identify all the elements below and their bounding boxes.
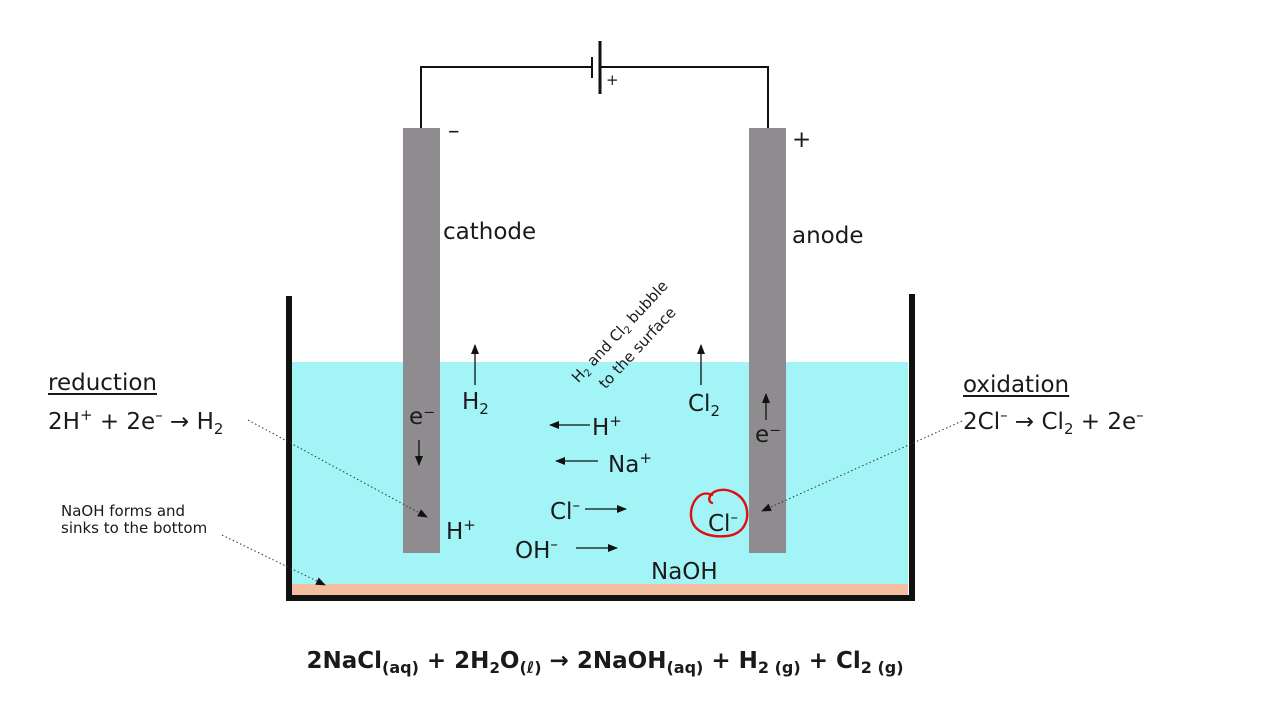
naoh-label: NaOH bbox=[651, 559, 718, 585]
cathode-electron-label: e⁻ bbox=[409, 404, 436, 430]
cl2-gas-label: Cl2 bbox=[688, 391, 720, 420]
naoh-sediment-layer bbox=[291, 584, 908, 595]
naoh-note-line1: NaOH forms and bbox=[61, 502, 186, 520]
anode-label: anode bbox=[792, 223, 864, 249]
cathode-label: cathode bbox=[443, 219, 537, 245]
cathode-electrode bbox=[403, 128, 440, 553]
naoh-leader-line bbox=[221, 534, 326, 586]
h2-gas-label: H2 bbox=[462, 389, 489, 418]
oh-minus-ion: OH– bbox=[515, 535, 558, 564]
highlight-circle bbox=[689, 488, 749, 538]
circuit-wire bbox=[420, 66, 769, 128]
naoh-note: NaOH forms and sinks to the bottom bbox=[61, 503, 207, 537]
cl-minus-at-anode: Cl– bbox=[708, 508, 738, 537]
na-plus-ion: Na+ bbox=[608, 449, 652, 478]
container bbox=[286, 294, 915, 601]
oxidation-equation: 2Cl– → Cl2 + 2e– bbox=[963, 406, 1144, 438]
reduction-equation: 2H+ + 2e– → H2 bbox=[48, 406, 224, 438]
cathode-sign: – bbox=[448, 118, 460, 144]
oxidation-leader-line bbox=[761, 420, 963, 512]
oxidation-title: oxidation bbox=[963, 372, 1070, 398]
cl-minus-ion: Cl– bbox=[550, 496, 580, 525]
reduction-title: reduction bbox=[48, 370, 157, 396]
h-plus-ion: H+ bbox=[592, 412, 622, 441]
overall-equation: 2NaCl(aq) + 2H2O(ℓ) → 2NaOH(aq) + H2 (g)… bbox=[306, 648, 904, 677]
anode-electrode bbox=[749, 128, 786, 553]
brine-solution bbox=[291, 362, 908, 586]
naoh-note-line2: sinks to the bottom bbox=[61, 519, 208, 537]
anode-sign: + bbox=[792, 127, 812, 153]
anode-electron-label: e⁻ bbox=[755, 422, 782, 448]
h-plus-at-cathode: H+ bbox=[446, 516, 476, 545]
battery-plus-label: + bbox=[606, 71, 619, 89]
